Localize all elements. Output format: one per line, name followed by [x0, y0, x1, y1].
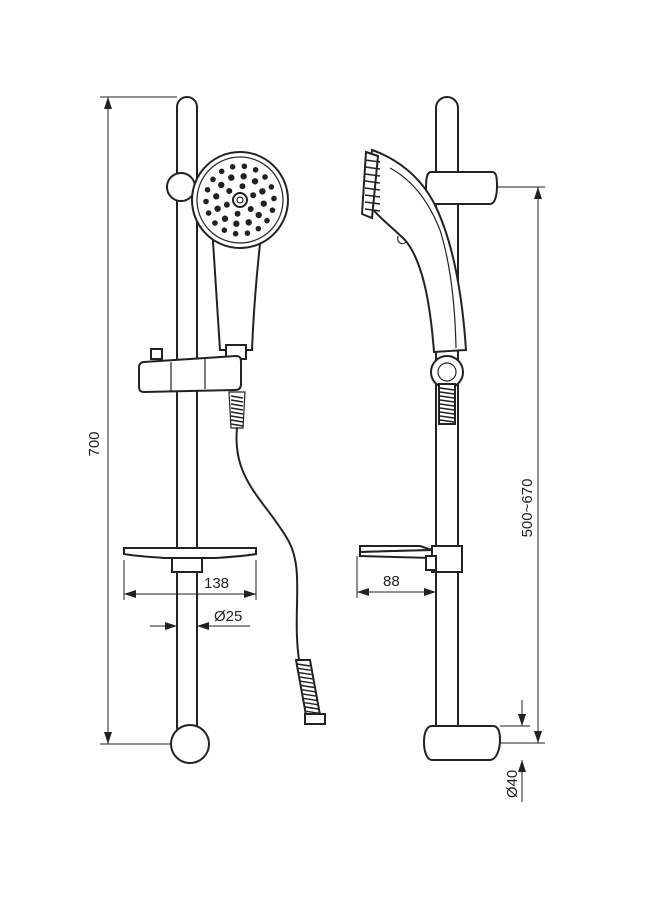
front-view — [123, 96, 326, 764]
dim-soap-dish-width: 138 — [123, 560, 257, 600]
front-handset-handle — [210, 225, 264, 351]
dim-label-total-height: 700 — [86, 431, 103, 456]
side-handset — [360, 148, 468, 354]
dim-label-soap-dish-width: 138 — [204, 575, 229, 592]
dim-label-bracket-diameter: Ø40 — [504, 770, 521, 798]
side-view — [359, 96, 502, 761]
dim-label-dish-projection: 88 — [383, 573, 400, 590]
front-hose — [228, 391, 326, 725]
dim-label-rail-diameter: Ø25 — [214, 608, 242, 625]
dimension-lines: 700 138 Ø25 500~670 — [86, 96, 545, 802]
dim-bracket-diameter: Ø40 — [500, 700, 530, 802]
front-shower-head — [191, 151, 289, 249]
side-bottom-bracket — [422, 725, 502, 761]
side-soap-dish — [359, 545, 463, 573]
front-soap-dish — [123, 547, 257, 573]
dim-label-holder-range: 500~670 — [519, 479, 536, 538]
dim-total-height: 700 — [86, 96, 177, 745]
side-top-bracket — [424, 171, 499, 205]
front-bottom-bracket — [170, 724, 210, 764]
side-swivel-holder — [430, 355, 464, 425]
front-slider-holder — [138, 348, 242, 394]
dim-rail-diameter: Ø25 — [150, 608, 250, 630]
dim-dish-projection: 88 — [356, 556, 437, 598]
dim-holder-range: 500~670 — [497, 186, 545, 744]
front-top-bracket — [166, 172, 196, 202]
